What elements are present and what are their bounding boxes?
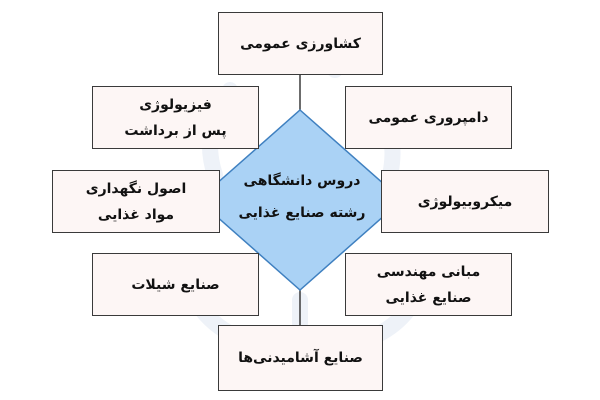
topic-label: میکروبیولوژی: [417, 193, 513, 210]
topic-label: مواد غذایی: [97, 206, 175, 223]
topic-label: دامپروری عمومی: [368, 109, 489, 126]
topic-label: اصول نگهداری: [85, 180, 187, 197]
topic-box-upper-right: دامپروری عمومی: [345, 86, 512, 149]
center-title-line2: رشته صنایع غذایی: [238, 205, 366, 221]
topic-box-lower-left: صنایع شیلات: [92, 253, 259, 316]
topic-box-middle-left: اصول نگهداری مواد غذایی: [52, 170, 220, 233]
topic-label: صنایع آشامیدنی‌ها: [238, 350, 363, 366]
topic-box-top: کشاورزی عمومی: [218, 12, 383, 75]
topic-box-middle-right: میکروبیولوژی: [381, 170, 549, 233]
topic-label: کشاورزی عمومی: [240, 35, 361, 52]
topic-label: صنایع غذایی: [385, 289, 472, 306]
topic-box-upper-left: فیزیولوژی پس از برداشت: [92, 86, 259, 149]
topic-label: پس از برداشت: [124, 122, 227, 139]
topic-label: فیزیولوژی: [139, 96, 212, 113]
topic-box-bottom: صنایع آشامیدنی‌ها: [218, 325, 383, 391]
topic-label: صنایع شیلات: [131, 276, 220, 293]
topic-box-lower-right: مبانی مهندسی صنایع غذایی: [345, 253, 512, 316]
center-diamond: [196, 108, 404, 292]
center-title-line1: دروس دانشگاهی: [243, 173, 361, 189]
center-topic: دروس دانشگاهی رشته صنایع غذایی: [222, 162, 382, 232]
topic-label: مبانی مهندسی: [376, 263, 481, 280]
